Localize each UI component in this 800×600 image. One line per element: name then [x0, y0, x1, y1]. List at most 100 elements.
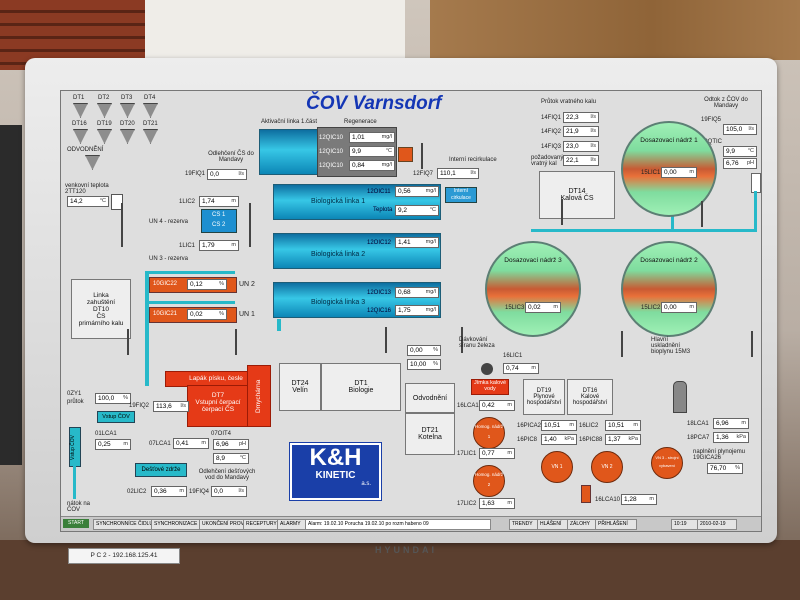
tag-label: 19FIQ4 [189, 489, 210, 495]
tag-label: 16PIC8 [517, 437, 538, 443]
vstup-cov-vertical[interactable]: Vstup ČOV [69, 427, 81, 467]
dt10-name: DT10 [93, 305, 109, 313]
dt-label: DT16 [72, 121, 87, 127]
tag-label: 02LIC2 [127, 489, 147, 495]
tag-label: 16PICA2 [517, 423, 542, 429]
tag-label: 15LIC3 [505, 305, 525, 311]
dt24-name: DT24 [291, 380, 309, 387]
regeneration-tank[interactable] [259, 129, 319, 175]
tag-label: 16LCA10 [595, 497, 621, 503]
value-mix-1: 0,00% [407, 345, 441, 356]
dt24-box[interactable]: DT24 Velín [279, 363, 321, 411]
dt19-box[interactable]: DT19 Plynové hospodářství [523, 379, 565, 415]
value-un1: 0,02% [187, 309, 227, 320]
taskbar-alarms-button[interactable]: ALARMY [277, 519, 307, 530]
dt10-box[interactable]: Linka zahuštění DT10 ČS primárního kalu [71, 279, 131, 339]
dt-icon-grid: DT1 DT2 DT3 DT4 DT16 DT19 DT20 DT21 ODVO… [65, 95, 165, 173]
pipe-pole [461, 327, 463, 353]
plynojem-label: naplnění plynojemu 19GICA26 [693, 449, 746, 461]
primarni-kal-label: primárního kalu [78, 319, 124, 327]
value-un2: 0,12% [187, 279, 227, 290]
tag-label: 14FIQ2 [541, 129, 562, 135]
dmychadla[interactable]: Dmychárna [247, 365, 271, 427]
dt16-box[interactable]: DT16 Kalové hospodářství [567, 379, 613, 415]
value-plynojem: 76,70% [707, 463, 743, 474]
dt7-name: DT7 [211, 392, 225, 399]
station-icon[interactable] [143, 103, 158, 118]
pipe-pole [561, 199, 563, 225]
window [145, 0, 405, 60]
value-19qtic: 9,9°C [723, 146, 757, 157]
tag-label: 1LIC1 [179, 243, 196, 249]
dt14-box[interactable]: DT14 Kalová ČS [539, 171, 615, 219]
cs-panel[interactable]: CS 1 CS 2 [201, 209, 237, 233]
vstup-cov[interactable]: Vstup ČOV [97, 411, 135, 423]
station-icon[interactable] [73, 103, 88, 118]
vn1-pump[interactable]: VN 1 [541, 451, 573, 483]
value-prutok: 100,0% [95, 393, 131, 404]
pipe [277, 319, 281, 331]
taskbar-messages-button[interactable]: HLÁŠENÍ [537, 519, 569, 530]
station-icon[interactable] [97, 103, 112, 118]
tag-label: 16LCA1 [457, 403, 479, 409]
dt1-box[interactable]: DT1 Biologie [321, 363, 401, 411]
dt21-box[interactable]: DT21 Kotelna [405, 413, 455, 455]
tag-label: 18LCA1 [687, 421, 709, 427]
pipe-pole [121, 203, 123, 247]
homog-tank-1[interactable]: Homog. nádrž 1 [473, 417, 505, 449]
un2-label: UN 2 [239, 281, 255, 288]
destove-zdrze[interactable]: Dešťové zdrže [135, 463, 187, 477]
station-icon[interactable] [120, 103, 135, 118]
tag-label: 10GIC21 [153, 311, 178, 317]
odvodneni-box[interactable]: Odvodnění [405, 383, 455, 413]
station-icon[interactable] [73, 129, 88, 144]
taskbar-trends-button[interactable]: TRENDY [509, 519, 539, 530]
pipe [145, 271, 149, 386]
taskbar-sync-button[interactable]: SYNCHRONNÍCE ČIDLU ZE DO PLC [93, 519, 153, 530]
dt-label: DT21 [143, 121, 158, 127]
gas-holder-icon[interactable] [673, 381, 687, 413]
cs2-label: CS 2 [212, 222, 226, 228]
pipe [73, 465, 76, 499]
start-button[interactable]: START [63, 519, 89, 528]
taskbar-time: 10:19 [671, 519, 699, 530]
vratny-kal-title: Průtok vratného kalu [541, 99, 597, 105]
dt24-sub: Velín [292, 387, 308, 394]
dosing-pump-icon[interactable] [481, 363, 493, 375]
monitor-brand: HYUNDAI [375, 545, 438, 555]
vn2-pump[interactable]: VN 2 [591, 451, 623, 483]
tag-label: 19FIQ5 [701, 117, 722, 123]
odvodneni-icon[interactable] [85, 155, 100, 170]
taskbar-exit-button[interactable]: UKONČENÍ PROVOZU [199, 519, 245, 530]
dt7-box[interactable]: DT7 Vstupní čerpací čerpací ČS [187, 385, 249, 427]
taskbar-recipes-button[interactable]: RECEPTURY [243, 519, 279, 530]
station-icon[interactable] [120, 129, 135, 144]
taskbar-login-button[interactable]: PŘIHLÁŠENÍ [595, 519, 637, 530]
dt16-sub: Kalové hospodářství [572, 394, 608, 406]
homog-tank-2[interactable]: Homog. nádrž 2 [473, 465, 505, 497]
jimka-kalove-vody[interactable]: Jímka kalové vody [471, 379, 509, 395]
tag-label: 12OIC12 [367, 240, 392, 246]
tag-label: 17LIC2 [457, 501, 477, 507]
regeneration-alarm-indicator[interactable] [398, 147, 413, 162]
taskbar-backups-button[interactable]: ZÁLOHY [567, 519, 597, 530]
interni-cirkulace-button[interactable]: Interní cirkulace [445, 187, 477, 203]
dt1-name: DT1 [354, 380, 368, 387]
station-icon[interactable] [143, 129, 158, 144]
taskbar-sync2-button[interactable]: SYNCHRONIZACE DO ZE PLC [151, 519, 201, 530]
vn3-pump[interactable]: VN 3 - strojní vybavení [651, 447, 683, 479]
dt21-name: DT21 [421, 427, 439, 434]
un3-label: UN 3 - rezerva [149, 256, 189, 262]
scada-screen: ČOV Varnsdorf DT1 DT2 DT3 DT4 DT16 DT19 … [60, 90, 762, 532]
station-icon[interactable] [97, 129, 112, 144]
